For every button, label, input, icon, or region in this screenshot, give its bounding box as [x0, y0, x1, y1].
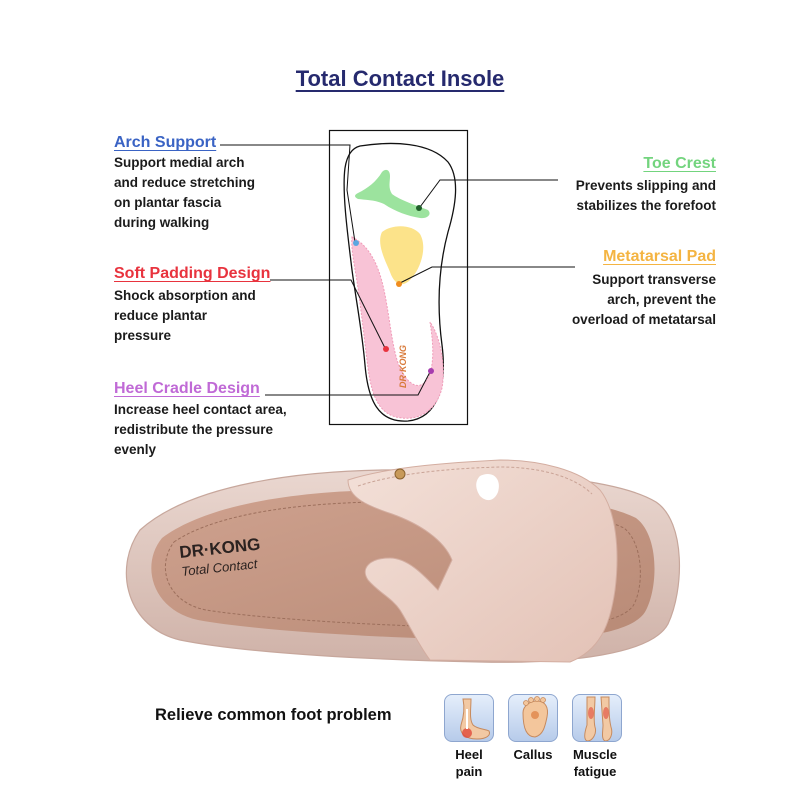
heel-cradle-desc: Increase heel contact area, redistribute… — [114, 400, 287, 460]
toe-crest-leader — [419, 179, 558, 208]
arch-support-line: and reduce stretching — [114, 175, 256, 190]
arch-support-leader — [220, 144, 356, 243]
metatarsal-pad-leader — [399, 266, 575, 284]
insole-diagram: DR·KONG — [220, 129, 575, 426]
footbed-stitching — [165, 501, 641, 629]
arch-support-block: Arch Support Support medial arch and red… — [114, 134, 255, 233]
metatarsal-pad-area — [380, 226, 424, 285]
problem-label-line: fatigue — [573, 764, 617, 779]
soft-padding-line: Shock absorption and — [114, 288, 256, 303]
metatarsal-pad-marker — [396, 281, 402, 287]
arch-support-line: on plantar fascia — [114, 195, 222, 210]
toe-crest-title: Toe Crest — [643, 155, 716, 172]
heel-cradle-line: evenly — [114, 442, 157, 457]
page-title: Total Contact Insole — [295, 66, 505, 91]
metatarsal-pad-line: arch, prevent the — [607, 292, 716, 307]
soft-padding-line: reduce plantar — [114, 308, 208, 323]
heel-cradle-line: redistribute the pressure — [114, 422, 274, 437]
relieve-heading: Relieve common foot problem — [155, 706, 392, 724]
soft-padding-desc: Shock absorption and reduce plantar pres… — [114, 286, 270, 346]
soft-padding-marker — [383, 346, 389, 352]
metatarsal-pad-line: Support transverse — [592, 272, 716, 287]
metatarsal-pad-block: Metatarsal Pad Support transverse arch, … — [572, 248, 716, 330]
sandal-strap — [347, 459, 618, 663]
muscle-fatigue-icon — [572, 694, 622, 742]
problem-label-line: pain — [455, 764, 483, 779]
toe-crest-marker — [416, 205, 422, 211]
soft-padding-leader — [270, 279, 386, 349]
problem-label-line: Callus — [513, 747, 553, 762]
heel-cradle-line: Increase heel contact area, — [114, 402, 287, 417]
arch-support-desc: Support medial arch and reduce stretchin… — [114, 153, 255, 233]
strap-cutout — [476, 473, 499, 501]
metatarsal-pad-desc: Support transverse arch, prevent the ove… — [572, 270, 716, 330]
sandal-image: DR·KONG Total Contact — [125, 459, 681, 663]
callus-icon — [508, 694, 558, 742]
arch-support-line: during walking — [114, 215, 210, 230]
soft-padding-area — [351, 236, 444, 419]
soft-padding-line: pressure — [114, 328, 172, 343]
problem-label-line: Muscle — [572, 747, 618, 762]
problem-label-callus: Callus — [498, 746, 568, 763]
soft-padding-title: Soft Padding Design — [114, 265, 271, 282]
problem-label-heel-pain: Heel pain — [434, 746, 504, 780]
toe-crest-desc: Prevents slipping and stabilizes the for… — [576, 176, 716, 216]
heel-cradle-marker — [428, 368, 434, 374]
insole-brand: DR·KONG — [398, 345, 408, 388]
strap-rivet — [394, 468, 406, 480]
problem-label-line: Heel — [455, 747, 483, 762]
heel-cradle-block: Heel Cradle Design Increase heel contact… — [114, 380, 287, 460]
arch-support-title: Arch Support — [114, 134, 217, 151]
metatarsal-pad-line: overload of metatarsal — [571, 312, 716, 327]
arch-support-marker — [353, 240, 359, 246]
toe-crest-line: stabilizes the forefoot — [576, 198, 716, 213]
metatarsal-pad-title: Metatarsal Pad — [603, 248, 716, 265]
arch-support-line: Support medial arch — [114, 155, 245, 170]
soft-padding-block: Soft Padding Design Shock absorption and… — [114, 265, 270, 346]
toe-crest-line: Prevents slipping and — [575, 178, 716, 193]
heel-pain-icon — [444, 694, 494, 742]
insole-frame — [328, 129, 469, 426]
toe-crest-area — [355, 169, 430, 219]
problem-label-muscle-fatigue: Muscle fatigue — [560, 746, 630, 780]
heel-cradle-leader — [265, 371, 431, 396]
toe-crest-block: Toe Crest Prevents slipping and stabiliz… — [576, 155, 716, 216]
heel-cradle-title: Heel Cradle Design — [114, 380, 260, 397]
